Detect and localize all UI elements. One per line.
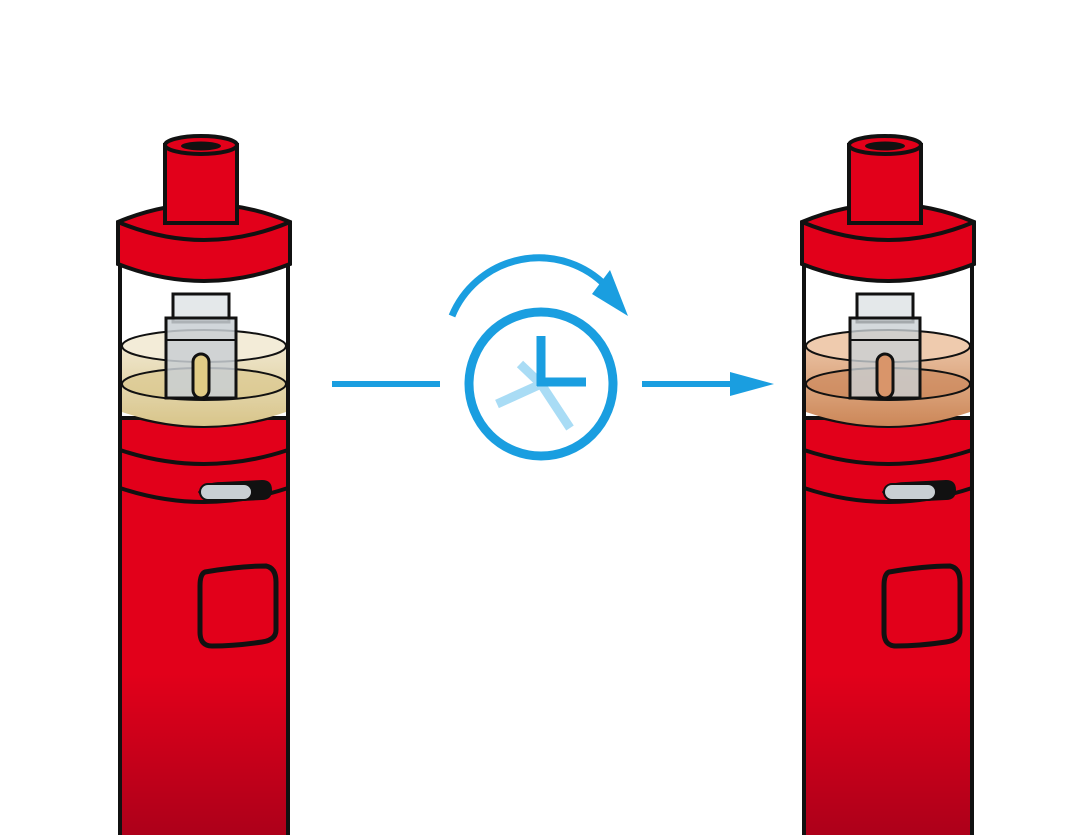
left-coil [164, 292, 238, 400]
left-led-indicator [198, 480, 272, 503]
right-fire-button [881, 563, 963, 649]
right-device [800, 134, 976, 835]
connector-arrow-right [642, 372, 774, 396]
clock-icon [464, 307, 618, 461]
transition-indicator [332, 254, 774, 461]
right-coil [848, 292, 922, 400]
left-device [116, 134, 292, 835]
right-drip-tip [847, 134, 923, 225]
left-fire-button [197, 563, 279, 649]
right-led-indicator [882, 480, 956, 503]
left-drip-tip [163, 134, 239, 225]
circular-arrow-icon [448, 254, 628, 318]
